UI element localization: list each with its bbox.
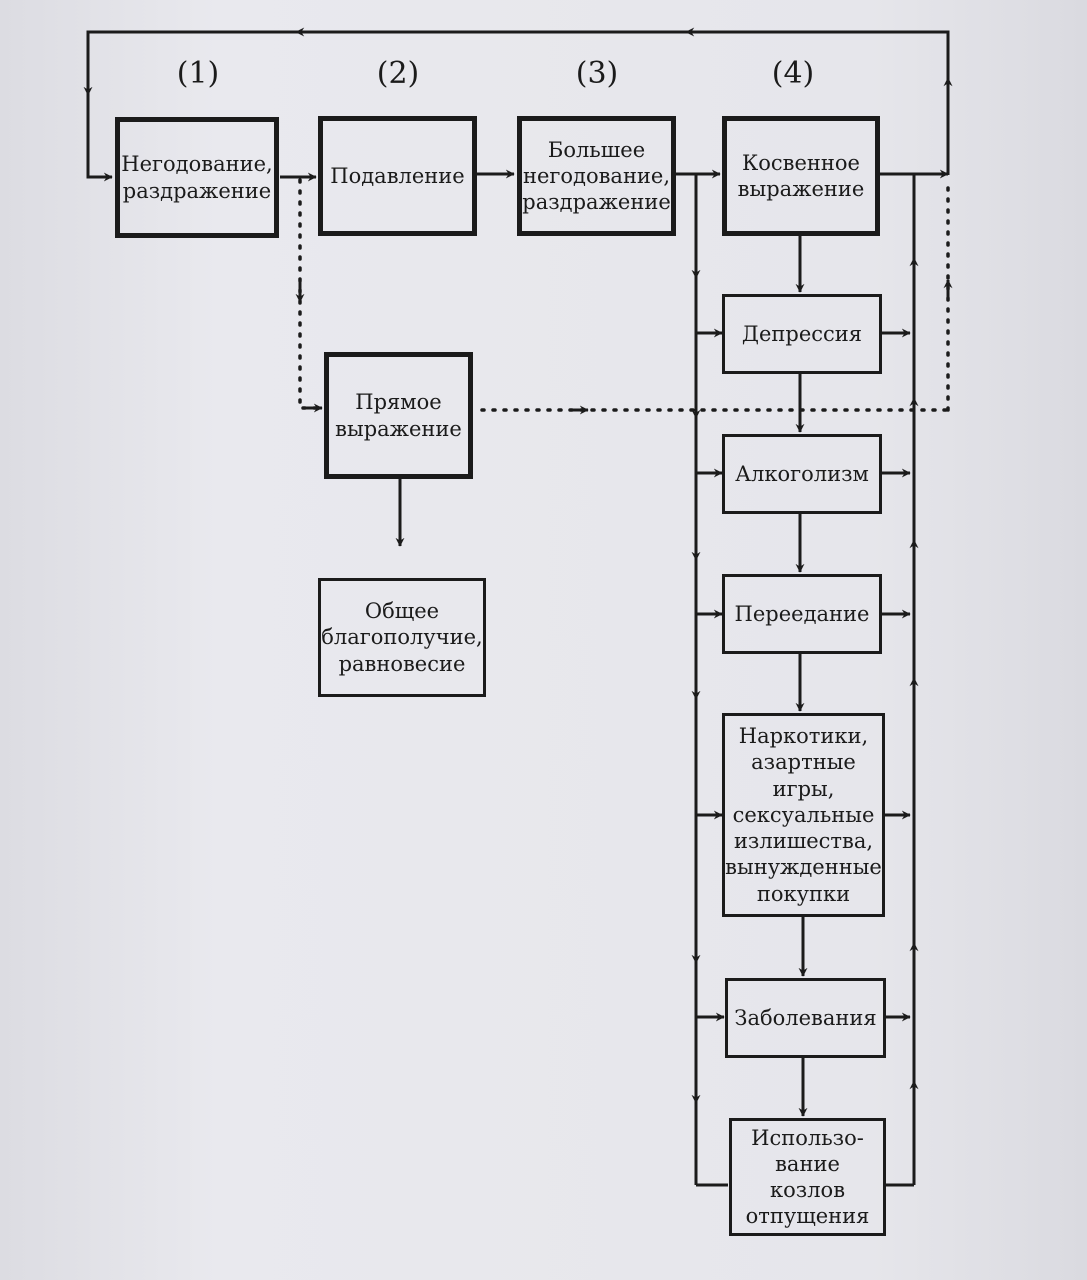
box-addictions: Наркотики, азартные игры, сексуальные из… [722, 713, 885, 917]
box-alcoholism-label: Алкоголизм [735, 461, 869, 486]
box-wellbeing: Общее благополучие, равновесие [318, 578, 486, 697]
step-label-1: (1) [176, 56, 220, 91]
box-indirect: Косвенное выражение [722, 116, 880, 236]
box-indirect-label: Косвенное выражение [737, 150, 865, 201]
box-alcoholism: Алкоголизм [722, 434, 882, 514]
box-anger: Негодование, раздражение [115, 117, 279, 238]
box-addictions-label: Наркотики, азартные игры, сексуальные из… [725, 724, 882, 906]
box-more-anger: Большее негодование, раздражение [517, 116, 676, 236]
box-direct: Прямое выражение [324, 352, 473, 479]
box-suppression-label: Подавление [330, 163, 465, 188]
box-more-anger-label: Большее негодование, раздражение [522, 137, 671, 215]
step-label-2: (2) [376, 56, 420, 91]
box-overeating: Переедание [722, 574, 882, 654]
box-diseases-label: Заболевания [734, 1005, 877, 1030]
box-suppression: Подавление [318, 116, 477, 236]
box-scapegoats: Использо- вание козлов отпущения [729, 1118, 886, 1236]
box-anger-label: Негодование, раздражение [121, 152, 273, 203]
box-depression: Депрессия [722, 294, 882, 374]
step-label-4: (4) [771, 56, 815, 91]
step-label-3: (3) [575, 56, 619, 91]
box-diseases: Заболевания [725, 978, 886, 1058]
box-direct-label: Прямое выражение [335, 390, 462, 441]
box-wellbeing-label: Общее благополучие, равновесие [321, 599, 483, 676]
box-scapegoats-label: Использо- вание козлов отпущения [745, 1125, 870, 1229]
box-overeating-label: Переедание [734, 601, 870, 626]
box-depression-label: Депрессия [741, 321, 863, 346]
dotted-suppression-to-direct [298, 178, 320, 410]
